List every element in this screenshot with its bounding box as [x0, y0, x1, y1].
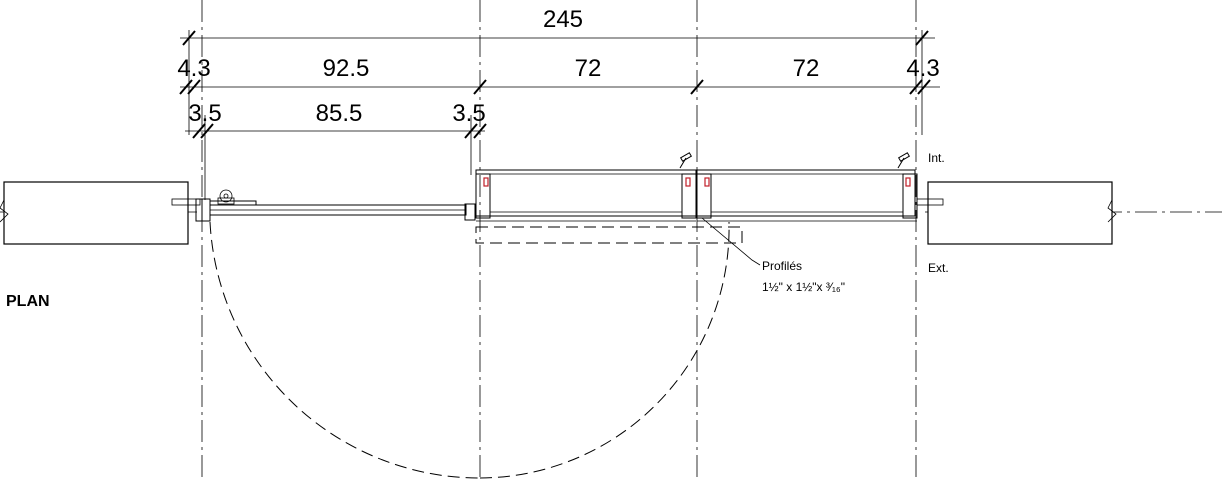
- swing-door-leaf: [209, 203, 476, 221]
- label-interior: Int.: [928, 151, 945, 165]
- dimension-line-row2: 4.3 92.5 72 72 4.3: [177, 55, 940, 95]
- dimension-line-overall: 245: [180, 6, 935, 46]
- wall-right: [927, 181, 1117, 245]
- wall-left: [0, 181, 189, 245]
- dim-row3-right-stop: 3.5: [452, 100, 485, 127]
- profile-note-title: Profilés: [762, 259, 802, 273]
- dim-row2-panel-2: 72: [793, 55, 820, 82]
- door-swing-arc: [209, 221, 730, 479]
- panel-open-position: [475, 226, 743, 244]
- profile-note-spec: 1½" x 1½"x ³⁄₁₆": [762, 280, 845, 294]
- profile-leader-line: [701, 217, 761, 266]
- dim-row2-panel-1: 72: [575, 55, 602, 82]
- dim-row2-right-jamb: 4.3: [906, 55, 939, 82]
- dim-row2-left-jamb: 4.3: [177, 55, 210, 82]
- view-title: PLAN: [6, 293, 50, 310]
- dim-overall: 245: [543, 6, 583, 33]
- panel-1: [475, 169, 697, 222]
- dimension-line-row3: 3.5 85.5 3.5: [185, 100, 487, 139]
- handle-icon: [679, 152, 693, 169]
- dim-row2-swing-door: 92.5: [323, 55, 370, 82]
- panel-2: [696, 169, 944, 222]
- label-exterior: Ext.: [928, 261, 949, 275]
- dim-row3-left-stop: 3.5: [188, 100, 221, 127]
- dim-row3-clear-opening: 85.5: [316, 100, 363, 127]
- handle-icon: [897, 152, 911, 169]
